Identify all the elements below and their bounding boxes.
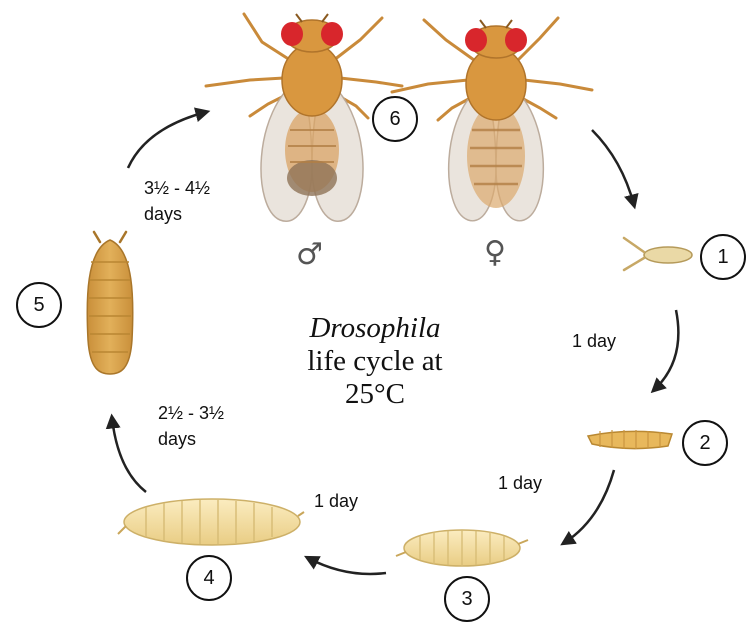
stage-number-5: 5 bbox=[16, 282, 62, 328]
second-instar-larva-illustration bbox=[396, 530, 528, 566]
duration-l3-to-pupa-range: 2½ - 3½ bbox=[158, 402, 224, 424]
title-line-2: life cycle at bbox=[250, 345, 500, 378]
diagram-title: Drosophila life cycle at 25°C bbox=[250, 312, 500, 411]
duration-pupa-to-adult-unit: days bbox=[144, 203, 182, 225]
arrow-egg-to-l1 bbox=[654, 310, 678, 390]
arrow-l1-to-l2 bbox=[564, 470, 614, 543]
duration-pupa-to-adult-range: 3½ - 4½ bbox=[144, 177, 210, 199]
pupa-illustration bbox=[87, 232, 133, 374]
first-instar-larva-illustration bbox=[588, 430, 672, 449]
third-instar-larva-illustration bbox=[118, 499, 304, 545]
arrow-pupa-to-adult bbox=[128, 112, 206, 168]
stage-number-2: 2 bbox=[682, 420, 728, 466]
female-symbol: ♀ bbox=[484, 238, 506, 268]
stage-number-6: 6 bbox=[372, 96, 418, 142]
male-symbol: ♂ bbox=[296, 240, 323, 270]
duration-l2-to-l3: 1 day bbox=[314, 490, 358, 512]
egg-illustration bbox=[624, 238, 692, 270]
arrow-l3-to-pupa bbox=[112, 418, 146, 492]
duration-l1-to-l2: 1 day bbox=[498, 472, 542, 494]
arrow-adult-to-egg bbox=[592, 130, 634, 205]
arrow-l2-to-l3 bbox=[308, 558, 386, 574]
stage-number-4: 4 bbox=[186, 555, 232, 601]
title-temperature: 25°C bbox=[250, 378, 500, 411]
title-genus: Drosophila bbox=[250, 312, 500, 345]
female-fly-illustration bbox=[392, 18, 592, 221]
stage-number-3: 3 bbox=[444, 576, 490, 622]
stage-number-1: 1 bbox=[700, 234, 746, 280]
duration-l3-to-pupa-unit: days bbox=[158, 428, 196, 450]
duration-egg-to-l1: 1 day bbox=[572, 330, 616, 352]
